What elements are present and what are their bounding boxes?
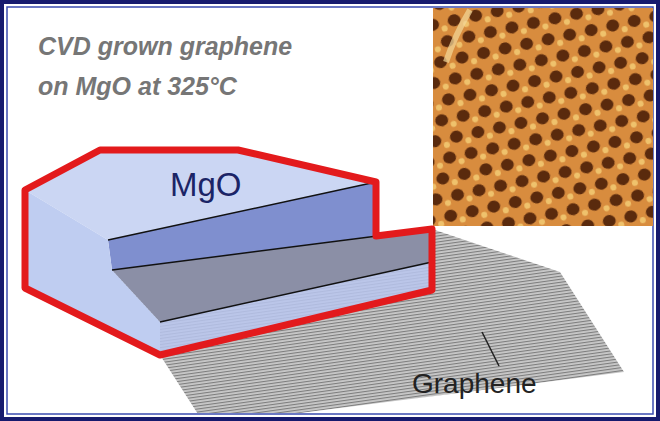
material-label: MgO [170, 166, 242, 204]
front-face [160, 262, 432, 355]
title-text: CVD grown graphene on MgO at 325°C [38, 26, 306, 106]
mgo-block: MgO [20, 144, 440, 362]
step-edge [160, 262, 432, 322]
stm-inset [433, 8, 653, 226]
side-face [25, 190, 160, 355]
step-edge [108, 182, 376, 240]
part-label: Graphene [412, 368, 537, 400]
block-outline [25, 150, 432, 355]
stm-ridge [446, 10, 470, 62]
leader-line [482, 332, 499, 366]
